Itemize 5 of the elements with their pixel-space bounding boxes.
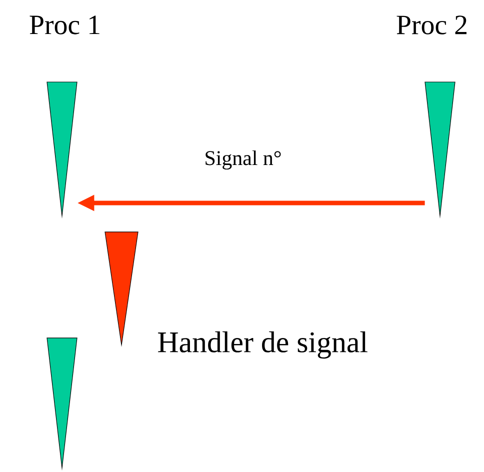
edge-label: Signal n° [203,149,283,170]
process-label: Handler de signal [158,331,368,359]
process-label: Proc 1 [30,16,100,34]
process-label: Proc 2 [396,16,466,34]
wedge-marker [104,232,368,359]
